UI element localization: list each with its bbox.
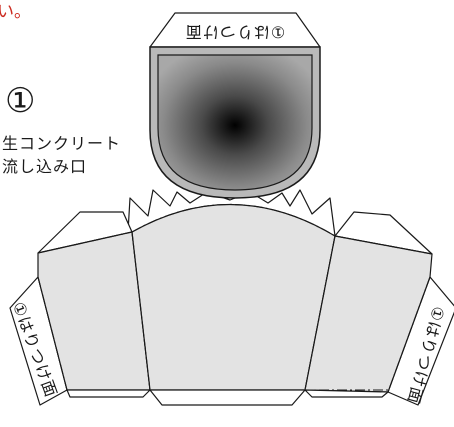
fold-line-arch [131, 203, 336, 237]
bottom-tab-right [304, 389, 389, 398]
part-number: ① [5, 81, 35, 121]
corner-text: い。 [0, 2, 31, 22]
caption-line-1: 生コンクリート [2, 134, 121, 153]
fold-line-right-vertical [304, 235, 336, 391]
fold-line-left-top [37, 231, 133, 254]
bottom-tab-left [66, 389, 151, 398]
fold-line-right-top [334, 235, 433, 255]
center-wall-panel [131, 203, 336, 391]
fold-line-left-vertical [131, 231, 151, 391]
pour-opening-hole [157, 54, 313, 191]
fold-line-left-side [37, 276, 68, 391]
caption-line-2: 流し込み口 [2, 157, 87, 176]
fold-line-right-side [387, 276, 431, 393]
bottom-tab-center [149, 389, 306, 406]
top-glue-label: ①はりつけ面 [185, 23, 286, 42]
